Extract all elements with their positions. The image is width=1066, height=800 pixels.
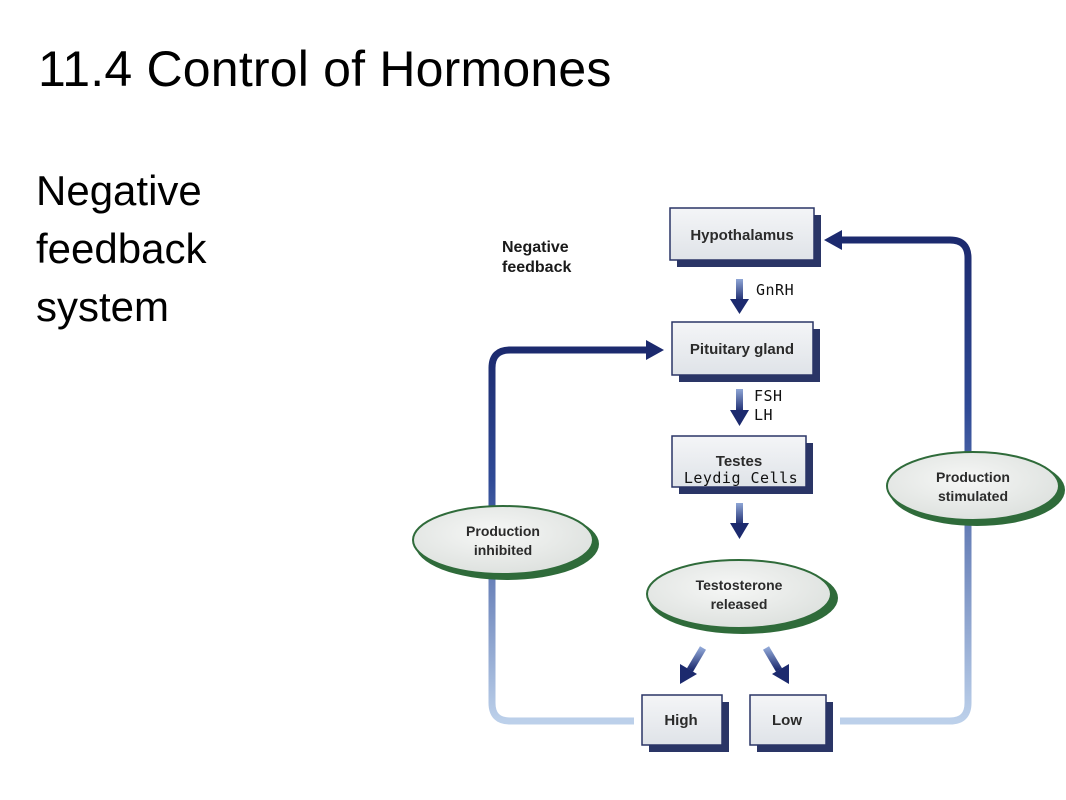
hypothalamus-box: Hypothalamus [669, 207, 821, 267]
slide-title: 11.4 Control of Hormones [38, 41, 612, 97]
leydig-annotation: Leydig Cells [684, 469, 798, 487]
inhibited-label-line1: Production [466, 523, 540, 539]
stimulated-label-line1: Production [936, 469, 1010, 485]
hypothalamus-label: Hypothalamus [690, 227, 793, 244]
subtitle-line: feedback [36, 225, 207, 272]
high-label: High [664, 712, 697, 729]
gnrh-annotation: GnRH [756, 281, 794, 299]
diagonal-arrow-low [762, 646, 789, 684]
diagram-label-line2: feedback [502, 259, 571, 276]
high-box: High [641, 694, 729, 752]
stimulated-ellipse: Production stimulated [886, 451, 1065, 526]
subtitle-line: Negative [36, 167, 202, 214]
lh-annotation: LH [754, 406, 773, 424]
testosterone-label-line1: Testosterone [696, 577, 783, 593]
inhibited-ellipse: Production inhibited [412, 505, 599, 580]
subtitle-line: system [36, 283, 170, 330]
arrowhead-icon [646, 340, 664, 360]
down-arrow-gnrh [730, 279, 749, 314]
testosterone-label-line2: released [711, 596, 768, 612]
down-arrow-fsh-lh [730, 389, 749, 426]
arrowhead-icon [824, 230, 842, 250]
stimulated-label-line2: stimulated [938, 488, 1008, 504]
diagonal-arrow-high [680, 646, 707, 684]
slide-subtitle: Negative feedback system [36, 162, 296, 336]
low-box: Low [749, 694, 833, 752]
diagram-label-line1: Negative [502, 239, 569, 256]
testes-box: Testes Leydig Cells [671, 435, 813, 494]
down-arrow-testes [730, 503, 749, 539]
fsh-annotation: FSH [754, 387, 783, 405]
low-label: Low [772, 712, 802, 729]
pituitary-label: Pituitary gland [690, 341, 794, 358]
inhibited-label-line2: inhibited [474, 542, 532, 558]
testosterone-ellipse: Testosterone released [646, 559, 838, 634]
testes-label: Testes [716, 453, 762, 470]
pituitary-box: Pituitary gland [671, 321, 820, 382]
